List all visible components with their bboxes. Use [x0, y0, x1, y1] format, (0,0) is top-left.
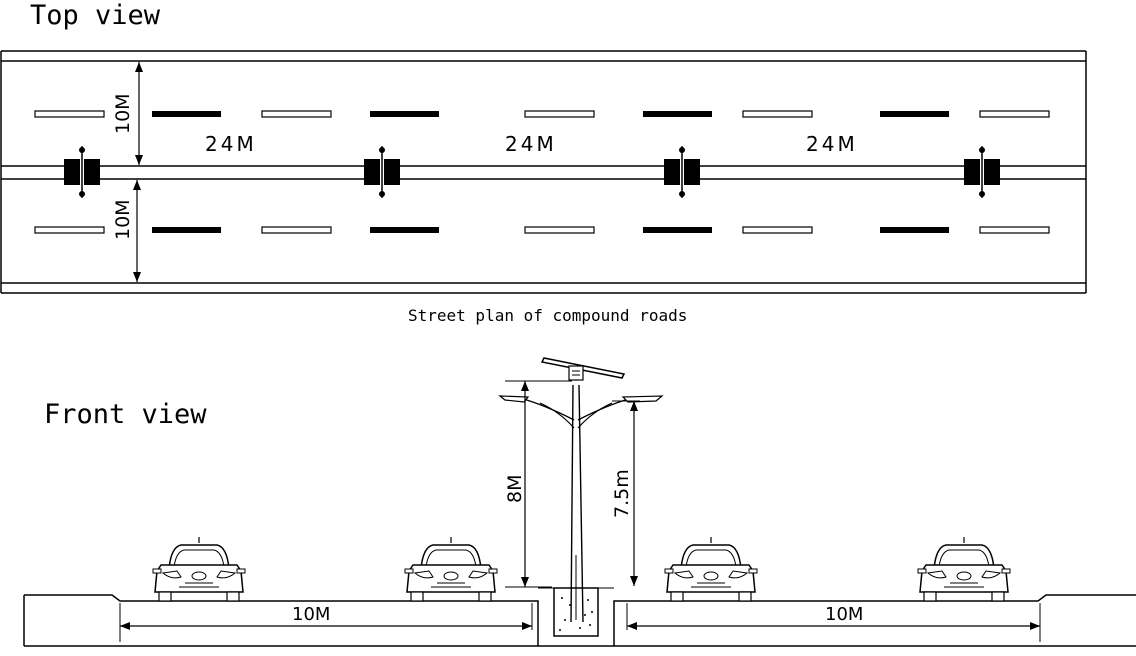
lamp-top-4	[964, 146, 1000, 198]
dimension-lane-width-lower	[133, 180, 141, 282]
dim-lane-right-label: 10M	[825, 604, 863, 625]
spacing-label-3: 24M	[806, 132, 858, 156]
dimension-lane-left	[119, 603, 533, 642]
spacing-label-1: 24M	[205, 132, 257, 156]
top-view-title: Top view	[30, 0, 161, 31]
dim-lane-lower-label: 10M	[112, 199, 134, 240]
dimension-light-height	[612, 400, 640, 586]
car-3	[664, 536, 758, 602]
top-view-road	[0, 50, 1087, 294]
lamp-top-2	[364, 146, 400, 198]
lane-markings-lower	[34, 226, 1050, 234]
dimension-lane-width-upper	[135, 62, 143, 165]
spacing-label-2: 24M	[505, 132, 557, 156]
lamp-top-1	[64, 146, 100, 198]
car-2	[404, 536, 498, 602]
dim-lane-left-label: 10M	[292, 604, 330, 625]
dim-pole-height-label: 8M	[504, 475, 526, 503]
solar-panel-icon	[540, 357, 626, 381]
top-view-caption: Street plan of compound roads	[408, 306, 687, 325]
lane-markings-upper	[34, 110, 1050, 118]
road-profile	[23, 587, 1136, 647]
dimension-pole-height	[505, 380, 572, 588]
lamp-top-3	[664, 146, 700, 198]
car-4	[917, 536, 1011, 602]
dim-lane-upper-label: 10M	[112, 93, 134, 134]
car-1	[152, 536, 246, 602]
dim-light-height-label: 7.5m	[611, 469, 633, 518]
dimension-lane-right	[626, 603, 1041, 642]
front-view-title: Front view	[44, 399, 207, 430]
